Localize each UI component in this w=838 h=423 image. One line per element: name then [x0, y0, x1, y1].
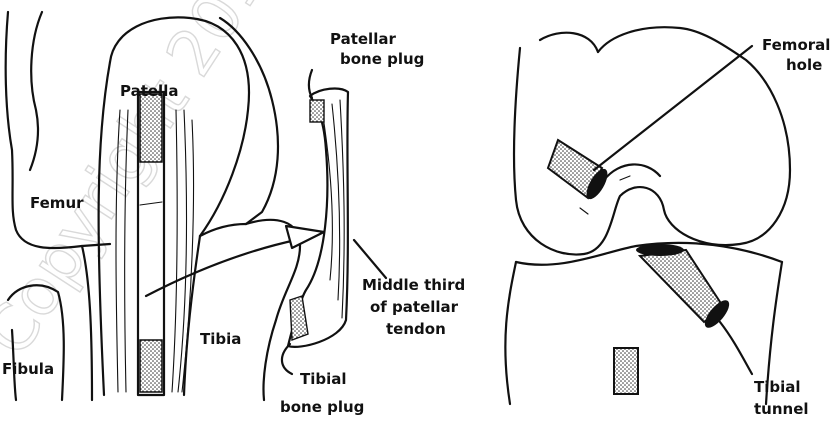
femur-condyles-outline: [514, 27, 790, 254]
label-patella: Patella: [120, 82, 178, 100]
label-patellar-bone-plug-line2: bone plug: [340, 50, 424, 68]
label-tibial-tunnel-line1: Tibial: [754, 378, 801, 396]
label-tibia: Tibia: [200, 330, 241, 348]
label-tibial-bone-plug-line1: Tibial: [300, 370, 347, 388]
label-tibial-tunnel-line2: tunnel: [754, 400, 809, 418]
label-middle-third-line3: tendon: [386, 320, 446, 338]
middle-third-pointer: [354, 240, 386, 278]
tibial-tunnel-entry: [636, 244, 684, 256]
label-femur: Femur: [30, 194, 84, 212]
femur-shaft-top: [540, 33, 598, 52]
graft-patellar-plug: [310, 100, 324, 122]
graft-tibial-plug: [290, 296, 308, 340]
label-fibula: Fibula: [2, 360, 54, 378]
patellar-plug-site: [140, 94, 162, 162]
label-patellar-bone-plug-line1: Patellar: [330, 30, 396, 48]
label-tibial-bone-plug-line2: bone plug: [280, 398, 364, 416]
label-middle-third-line2: of patellar: [370, 298, 459, 316]
tibial-tunnel-pointer: [720, 322, 752, 374]
harvest-arrow-head: [286, 226, 324, 248]
label-femoral-hole-line1: Femoral: [762, 36, 830, 54]
label-middle-third-line1: Middle third: [362, 276, 465, 294]
tibial-harvest-site: [614, 348, 638, 394]
graft-striations: [322, 100, 344, 318]
tibial-plug-site: [140, 340, 162, 392]
harvest-arrow-shaft: [146, 240, 296, 296]
right-knee-illustration: Femoral hole Tibial tunnel: [505, 27, 830, 418]
intercondylar-notch: [604, 164, 660, 180]
tibial-plug-pointer: [282, 344, 292, 374]
slot-crease: [140, 202, 162, 205]
tibia-body-outline: [505, 262, 782, 404]
label-femoral-hole-line2: hole: [786, 56, 822, 74]
femoral-hole-pointer: [594, 46, 752, 170]
